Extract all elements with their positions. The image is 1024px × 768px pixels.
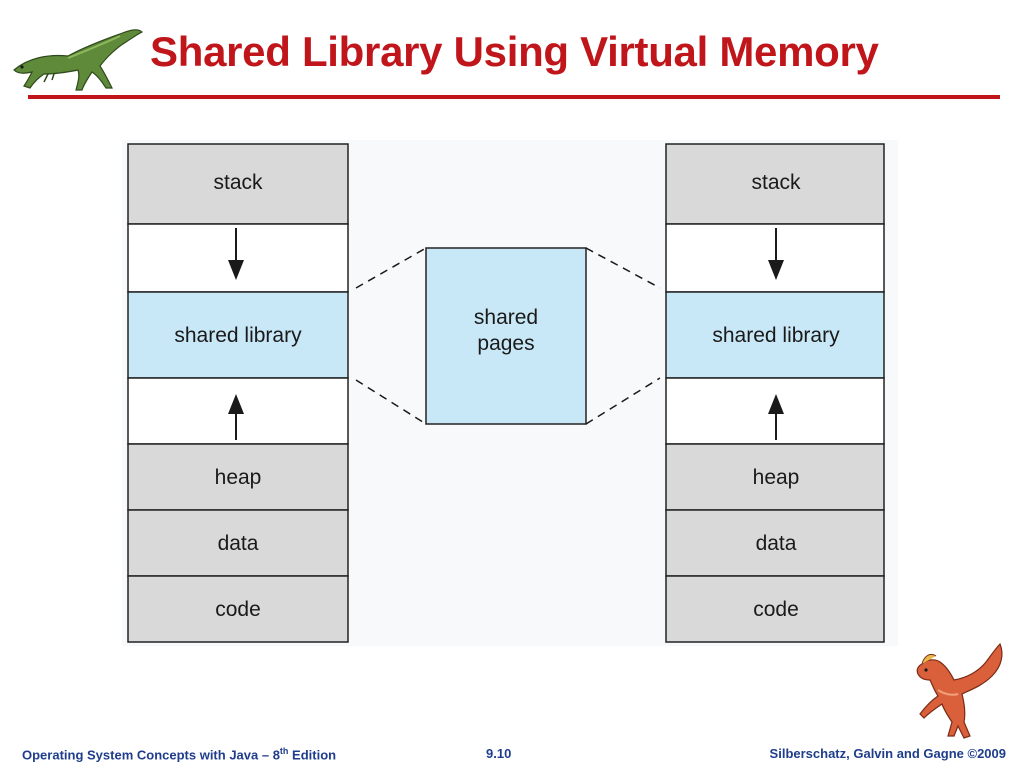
left-free-space-lower — [127, 377, 349, 445]
footer-book-suffix: Edition — [288, 747, 337, 763]
left-free-space-upper — [127, 223, 349, 293]
right-data-label: data — [756, 532, 797, 555]
left-shared-library-segment — [127, 291, 349, 379]
shared-to-right-top-line — [585, 247, 661, 289]
title-divider — [28, 95, 1000, 99]
left-code-segment — [127, 575, 349, 643]
footer-book-superscript: th — [279, 746, 289, 756]
right-heap-label: heap — [753, 466, 800, 489]
right-process-address-space: stack shared library heap data code — [665, 143, 885, 643]
left-process-address-space: stack shared library heap data code — [127, 143, 349, 643]
left-data-label: data — [218, 532, 259, 555]
left-stack-segment — [127, 143, 349, 225]
shared-pages-block: shared pages — [425, 247, 587, 425]
right-stack-segment — [665, 143, 885, 225]
right-heap-segment — [665, 443, 885, 511]
left-shared-library-label: shared library — [174, 324, 302, 347]
right-stack-label: stack — [751, 171, 801, 194]
left-heap-label: heap — [215, 466, 262, 489]
shared-pages-box — [425, 247, 587, 425]
footer-book-title: Operating System Concepts with Java – 8t… — [22, 746, 336, 762]
footer-book-prefix: Operating System Concepts with Java – 8 — [22, 747, 280, 763]
slide-title: Shared Library Using Virtual Memory — [150, 28, 879, 75]
left-heap-segment — [127, 443, 349, 511]
footer-copyright: Silberschatz, Galvin and Gagne ©2009 — [769, 746, 1006, 761]
mapping-lines — [355, 247, 661, 425]
shared-pages-label-line1: shared — [474, 306, 538, 329]
shared-pages-label-line2: pages — [477, 332, 534, 355]
shared-to-right-bottom-line — [585, 377, 661, 425]
dinosaur-logo-icon — [13, 29, 144, 91]
right-code-label: code — [753, 598, 799, 621]
shared-library-diagram: stack shared library heap data code shar… — [122, 140, 898, 646]
right-shared-library-label: shared library — [712, 324, 840, 347]
left-stack-label: stack — [213, 171, 263, 194]
right-code-segment — [665, 575, 885, 643]
left-code-label: code — [215, 598, 261, 621]
footer-page-number: 9.10 — [486, 746, 512, 761]
right-data-segment — [665, 509, 885, 577]
dinosaur-mascot-icon — [916, 642, 1003, 739]
